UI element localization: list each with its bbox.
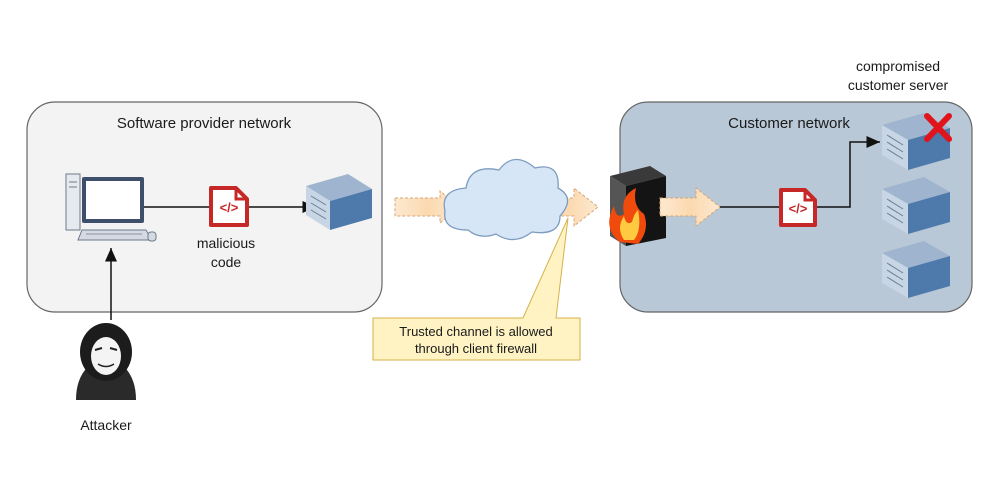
attacker-label: Attacker	[80, 417, 132, 433]
code-file-icon: </>	[209, 186, 249, 227]
cloud-icon	[443, 158, 569, 241]
server-icon-2	[882, 177, 950, 234]
code-glyph: </>	[220, 200, 239, 215]
compromised-label-line2: customer server	[848, 77, 949, 93]
trusted-channel-arrow-middle	[539, 186, 599, 228]
hacker-icon	[76, 323, 136, 400]
provider-network-label: Software provider network	[117, 115, 292, 132]
server-icon-3	[882, 241, 950, 298]
trusted-channel-arrow-right	[659, 186, 721, 228]
computer-icon	[65, 173, 157, 242]
malicious-code-label-line1: malicious	[197, 235, 255, 251]
malicious-code-label-line2: code	[211, 254, 242, 270]
callout-box: Trusted channel is allowed through clien…	[372, 217, 581, 361]
code-glyph-customer: </>	[789, 201, 808, 216]
callout-line2: through client firewall	[415, 341, 537, 356]
code-file-icon-customer: </>	[779, 188, 817, 227]
red-x-icon	[924, 113, 952, 142]
connector-code-to-server	[816, 136, 880, 208]
customer-network-label: Customer network	[728, 115, 850, 132]
firewall-icon	[609, 166, 666, 246]
callout-line1: Trusted channel is allowed	[399, 324, 552, 339]
server-icon	[306, 174, 372, 230]
compromised-label-line1: compromised	[856, 58, 940, 74]
